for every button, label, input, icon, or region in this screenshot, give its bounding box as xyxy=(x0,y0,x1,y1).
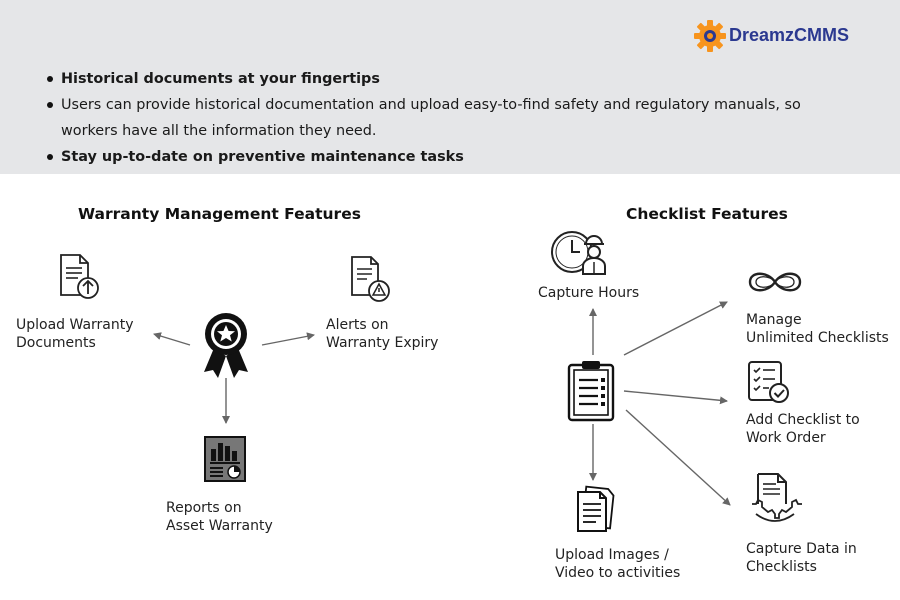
top-band xyxy=(0,0,900,174)
capture-hours-label: Capture Hours xyxy=(538,285,640,301)
arrow-to-add xyxy=(623,390,728,405)
document-warning-icon xyxy=(351,256,390,302)
infinity-icon xyxy=(748,272,802,292)
arrow-to-capture-data xyxy=(625,409,731,506)
logo-text: DreamzCMMS xyxy=(729,25,850,45)
logo: DreamzCMMS xyxy=(693,18,863,54)
bullet-item: Users can provide historical documentati… xyxy=(46,92,846,118)
arrow-to-manage xyxy=(623,301,728,356)
document-gear-icon xyxy=(752,473,802,522)
upload-warranty-label: Upload Warranty Documents xyxy=(16,317,134,351)
add-checklist-label: Add Checklist to Work Order xyxy=(746,412,860,446)
clock-worker-icon xyxy=(551,231,606,275)
bullet-item: Historical documents at your fingertips xyxy=(46,66,846,92)
bullet-item: Stay up-to-date on preventive maintenanc… xyxy=(46,144,846,170)
arrow-to-upload xyxy=(153,332,191,346)
capture-data-label: Capture Data in Checklists xyxy=(746,541,857,575)
clipboard-checklist-icon xyxy=(567,361,615,422)
manage-checklists-label: Manage Unlimited Checklists xyxy=(746,312,889,346)
document-upload-icon xyxy=(60,254,99,299)
alerts-warranty-label: Alerts on Warranty Expiry xyxy=(326,317,439,351)
warranty-heading: Warranty Management Features xyxy=(78,205,361,223)
arrow-to-alerts xyxy=(261,332,315,346)
bullet-item-continuation: workers have all the information they ne… xyxy=(61,123,377,139)
reports-warranty-label: Reports on Asset Warranty xyxy=(166,500,273,534)
report-chart-icon xyxy=(204,436,246,482)
upload-images-label: Upload Images / Video to activities xyxy=(555,547,681,581)
stacked-papers-icon xyxy=(577,485,615,532)
bullet-list: Historical documents at your fingertips … xyxy=(46,66,846,170)
checklist-check-icon xyxy=(748,361,789,403)
checklist-heading: Checklist Features xyxy=(626,205,788,223)
award-ribbon-icon xyxy=(204,313,248,378)
gear-logo-icon xyxy=(694,20,726,52)
